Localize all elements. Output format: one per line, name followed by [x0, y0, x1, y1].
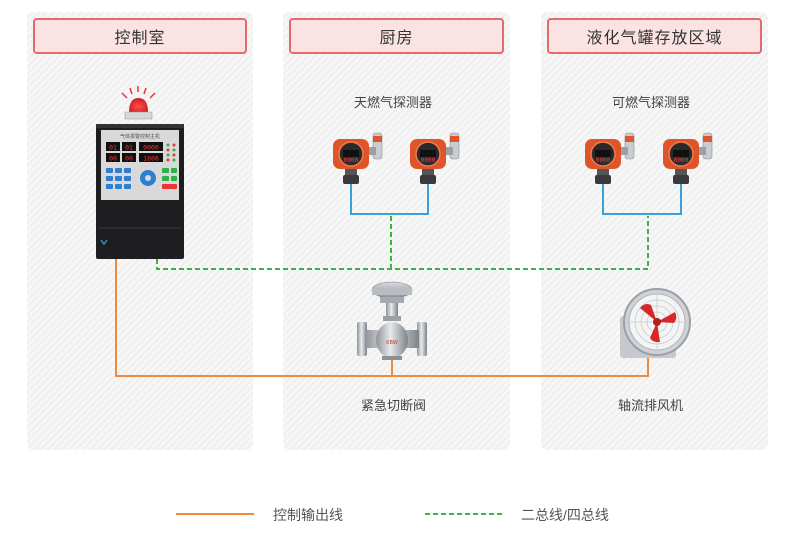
control-output-line [115, 259, 649, 377]
emergency-shutoff-valve-icon: KBW [357, 281, 427, 360]
zone-title-kitchen: 厨房 [289, 18, 504, 54]
detector-readout: 0000 [344, 157, 359, 164]
bus-line [156, 216, 649, 270]
legend-bus-line-label: 二总线/四总线 [521, 507, 609, 523]
detector-readout: 0000 [674, 157, 689, 164]
display-5: 00 [125, 155, 133, 163]
label-lpg-detectors: 可燃气探测器 [612, 95, 691, 110]
controller-panel-title: 气体报警控制主机 [120, 133, 160, 140]
alarm-lamp-icon [121, 86, 156, 120]
legend-control-line-label: 控制输出线 [273, 507, 343, 523]
label-fan: 轴流排风机 [618, 398, 684, 413]
zone-title-lpg-storage: 液化气罐存放区域 [547, 18, 762, 54]
display-3: 0000 [143, 144, 159, 152]
detector-readout: 0000 [596, 157, 611, 164]
zone-title-control-room: 控制室 [33, 18, 247, 54]
label-valve: 紧急切断阀 [361, 398, 427, 413]
display-2: 01 [125, 144, 133, 152]
valve-mark: KBW [386, 340, 398, 346]
display-4: 00 [109, 155, 117, 163]
axial-exhaust-fan-icon [620, 288, 691, 358]
label-kitchen-detectors: 天燃气探测器 [354, 95, 433, 110]
display-1: 01 [109, 144, 117, 152]
detector-readout: 0000 [421, 157, 436, 164]
display-6: 1606 [143, 155, 159, 163]
detector-wires [350, 184, 682, 215]
alarm-controller-icon: 气体报警控制主机 01 01 0000 00 00 1606 [96, 124, 184, 259]
